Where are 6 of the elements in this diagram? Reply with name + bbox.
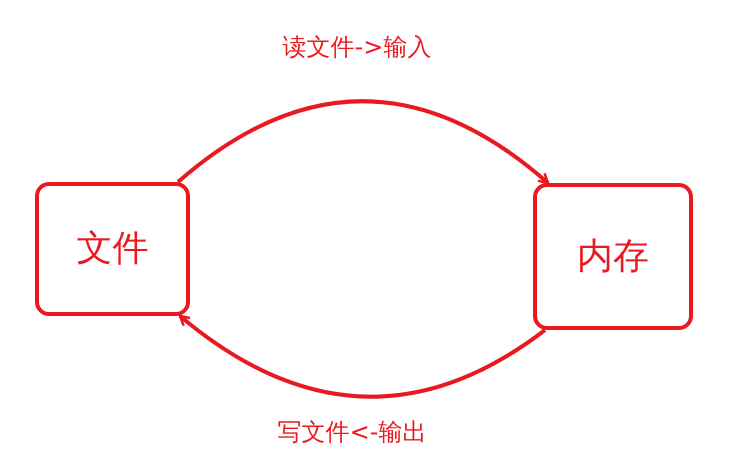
box-label: 文件 — [76, 227, 148, 271]
curved-arrow — [176, 99, 550, 185]
rounded-box — [533, 183, 693, 330]
rounded-box — [35, 182, 190, 316]
curved-arrow — [178, 314, 546, 398]
box-label: 内存 — [577, 234, 649, 278]
